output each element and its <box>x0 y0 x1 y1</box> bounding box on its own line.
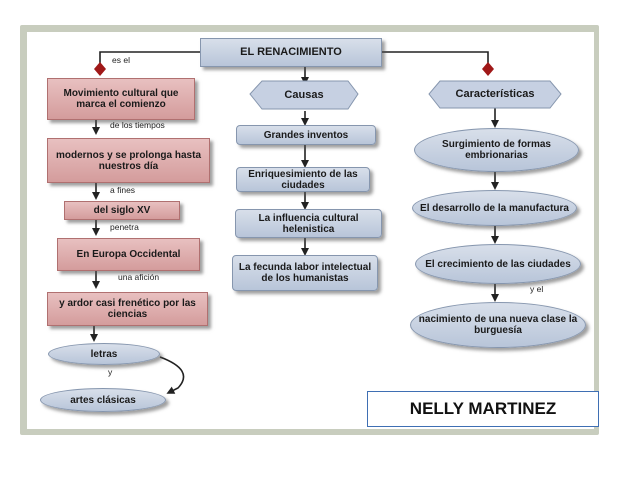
node-siglo-xv: del siglo XV <box>64 201 180 220</box>
label-a-fines: a fines <box>110 185 136 195</box>
node-influencia-cultural: La influencia cultural helenistica <box>235 209 382 238</box>
author-name-box: NELLY MARTINEZ <box>367 391 599 427</box>
node-desarrollo-manufactura: El desarrollo de la manufactura <box>412 190 577 226</box>
right-diamond <box>482 62 494 76</box>
node-letras: letras <box>48 343 160 365</box>
node-caracteristicas: Características <box>455 88 535 100</box>
node-movimiento-cultural: Movimiento cultural que marca el comienz… <box>47 78 195 120</box>
node-fecunda-labor: La fecunda labor intelectual de los huma… <box>232 255 378 291</box>
node-modernos: modernos y se prolonga hasta nuestros dí… <box>47 138 210 183</box>
label-y-el: y el <box>530 284 544 294</box>
node-europa-occidental: En Europa Occidental <box>57 238 200 271</box>
node-grandes-inventos: Grandes inventos <box>236 125 376 145</box>
label-y-left: y <box>108 367 113 377</box>
label-de-los-tiempos: de los tiempos <box>110 120 165 130</box>
left-diamond <box>94 62 106 76</box>
label-penetra: penetra <box>110 222 139 232</box>
node-surgimiento: Surgimiento de formas embrionarias <box>414 128 579 172</box>
causas-hex-shape <box>249 80 359 110</box>
node-artes-clasicas: artes clásicas <box>40 388 166 412</box>
node-causas: Causas <box>284 88 324 101</box>
diagram-title: EL RENACIMIENTO <box>200 38 382 67</box>
node-enriquesimiento: Enriquesimiento de las ciudades <box>236 167 370 192</box>
node-ardor: y ardor casi frenético por las ciencias <box>47 292 208 326</box>
caracteristicas-hex-shape <box>428 80 562 109</box>
label-es-el: es el <box>112 55 130 65</box>
label-una-aficion: una afición <box>118 272 160 282</box>
node-crecimiento-ciudades: El crecimiento de las ciudades <box>415 244 581 284</box>
node-burguesia: nacimiento de una nueva clase la burgues… <box>410 302 586 348</box>
title-to-right-line <box>382 51 489 68</box>
